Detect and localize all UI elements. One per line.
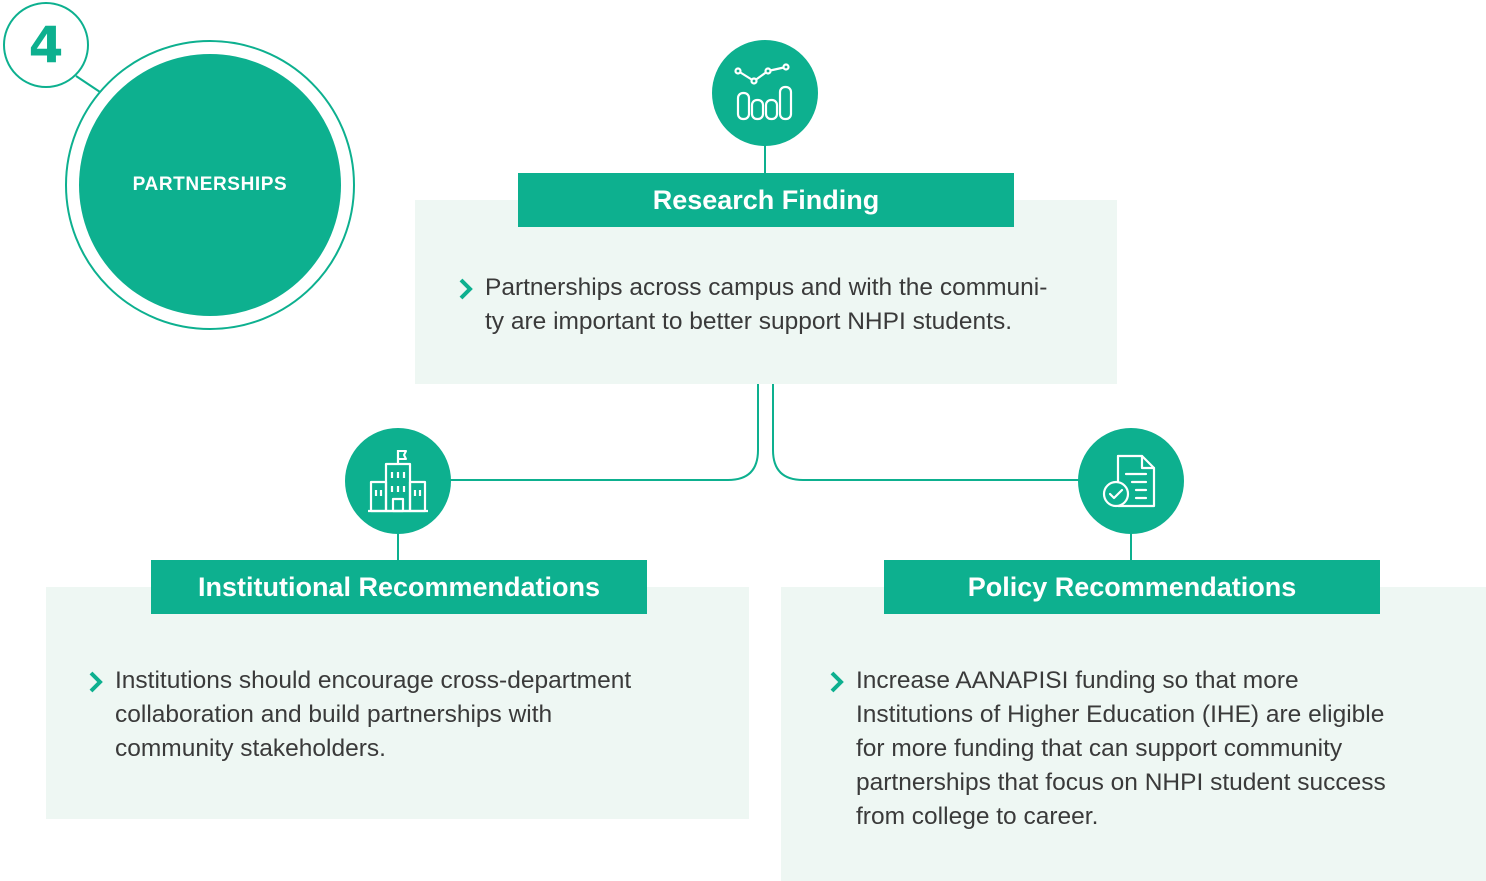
policy-bullet: Increase AANAPISI funding so that more I…	[828, 664, 1468, 834]
chevron-right-icon	[459, 278, 473, 300]
institutional-heading-text: Institutional Recommendations	[197, 571, 601, 602]
institutional-line: collaboration and build partnerships wit…	[115, 701, 553, 728]
institutional-heading: Institutional Recommendations	[151, 560, 647, 614]
right-branch-line	[772, 384, 1080, 481]
institutional-bullet: Institutions should encourage cross-depa…	[87, 664, 727, 766]
institutional-icon-circle	[345, 428, 451, 534]
chevron-right-icon	[830, 671, 844, 693]
research-heading: Research Finding	[518, 173, 1014, 227]
policy-text: Increase AANAPISI funding so that more I…	[856, 664, 1386, 834]
research-line: ty are important to better support NHPI …	[485, 308, 1013, 335]
research-text: Partnerships across campus and with the …	[485, 271, 1047, 339]
research-icon-circle	[712, 40, 818, 146]
research-line: Partnerships across campus and with the …	[485, 274, 1048, 301]
institutional-panel	[46, 587, 749, 819]
research-bullet: Partnerships across campus and with the …	[457, 271, 1097, 339]
policy-icon-circle	[1078, 428, 1184, 534]
policy-line: Institutions of Higher Education (IHE) a…	[856, 701, 1385, 728]
document-check-icon	[1102, 454, 1156, 508]
institutional-line: Institutions should encourage cross-depa…	[115, 667, 632, 694]
institutional-text: Institutions should encourage cross-depa…	[115, 664, 631, 766]
left-branch-line	[450, 384, 759, 481]
partnerships-circle: PARTNERSHIPS	[79, 54, 341, 316]
section-number: 4	[28, 16, 64, 74]
policy-line: partnerships that focus on NHPI student …	[856, 769, 1386, 796]
research-panel	[415, 200, 1117, 384]
policy-panel	[781, 587, 1486, 881]
policy-line: from college to career.	[856, 803, 1099, 830]
section-number-badge: 4	[3, 2, 89, 88]
partnerships-title: PARTNERSHIPS	[132, 174, 288, 195]
policy-line: for more funding that can support commun…	[856, 735, 1343, 762]
badge-connector	[75, 75, 101, 93]
partnerships-ring	[65, 40, 355, 330]
research-heading-text: Research Finding	[652, 184, 880, 215]
policy-line: Increase AANAPISI funding so that more	[856, 667, 1299, 694]
institutional-line: community stakeholders.	[115, 735, 386, 762]
chart-icon	[734, 63, 793, 121]
chevron-right-icon	[89, 671, 103, 693]
policy-heading: Policy Recommendations	[884, 560, 1380, 614]
building-icon	[368, 450, 428, 513]
policy-heading-text: Policy Recommendations	[967, 571, 1297, 602]
